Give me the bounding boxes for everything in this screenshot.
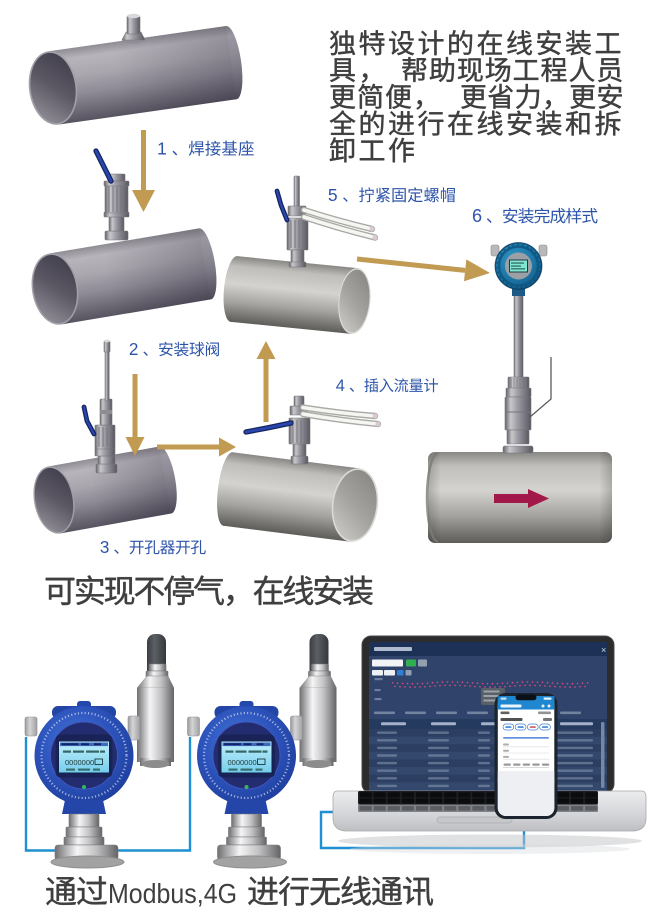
svg-text:1: 1 (157, 139, 167, 159)
svg-text:0000000: 0000000 (65, 758, 94, 767)
svg-text:5: 5 (328, 185, 338, 205)
svg-text:0000000: 0000000 (228, 758, 257, 767)
svg-text:6: 6 (472, 206, 482, 226)
svg-text:3: 3 (100, 538, 110, 557)
svg-text:4: 4 (336, 377, 345, 395)
svg-text:Modbus,4G: Modbus,4G (108, 878, 237, 909)
svg-text:×: × (601, 645, 606, 655)
svg-text:2: 2 (129, 340, 139, 359)
